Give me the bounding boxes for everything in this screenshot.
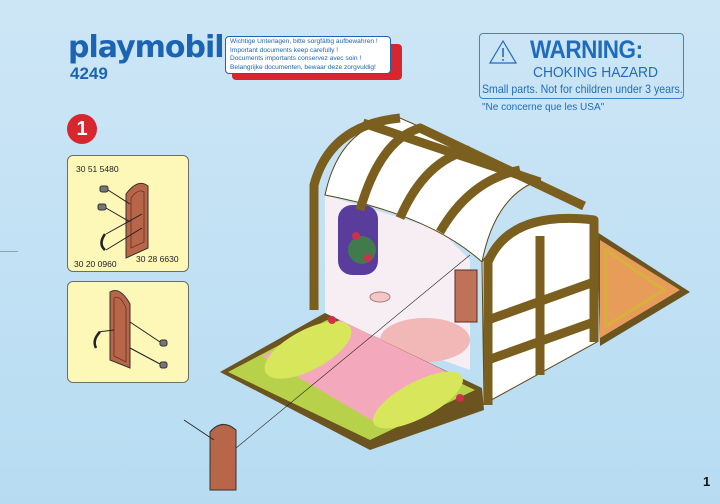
notice-line-nl: Belangrijke documenten, bewaar deze zorg… (230, 63, 376, 71)
loose-door (209, 424, 237, 491)
model-number: 4249 (70, 64, 108, 83)
parts-panel-2 (67, 281, 189, 383)
notice-line-de: Wichtige Unterlagen, bitte sorgfältig au… (230, 38, 378, 45)
part-number: 30 51 5480 (76, 164, 119, 174)
part-number: 30 20 0960 (74, 259, 117, 269)
warning-triangle-icon (488, 39, 518, 64)
warning-subtitle: CHOKING HAZARD (533, 64, 658, 81)
hinge-part-icon (159, 361, 168, 369)
playmobil-logo: playmobil (68, 30, 225, 65)
door-assembled-diagram (93, 290, 168, 369)
choking-warning-box: WARNING: CHOKING HAZARD Small parts. Not… (479, 33, 684, 99)
step-number-badge: 1 (67, 114, 97, 144)
door-hinge-diagram (97, 182, 149, 259)
hinge-part-icon (159, 339, 168, 347)
warning-text: Small parts. Not for children under 3 ye… (482, 82, 683, 96)
page-number: 1 (703, 474, 711, 489)
hinge-part-icon (99, 185, 109, 193)
part-number: 30 28 6630 (136, 254, 179, 264)
chest-straps (309, 113, 599, 405)
interior-door (454, 269, 478, 323)
warning-title: WARNING: (530, 36, 643, 64)
keep-documents-notice: Wichtige Unterlagen, bitte sorgfältig au… (225, 36, 391, 74)
usa-only-note: "Ne concerne que les USA" (482, 102, 605, 113)
divider (0, 251, 18, 252)
handle-part-icon (93, 331, 101, 349)
notice-line-fr: Documents importants conservez avec soin… (230, 55, 362, 63)
hinge-part-icon (97, 203, 107, 211)
handle-part-icon (100, 233, 107, 251)
parts-panel-1: 30 51 5480 30 20 0960 30 28 6630 (67, 155, 189, 272)
notice-line-en: Important documents keep carefully ! (230, 46, 339, 54)
